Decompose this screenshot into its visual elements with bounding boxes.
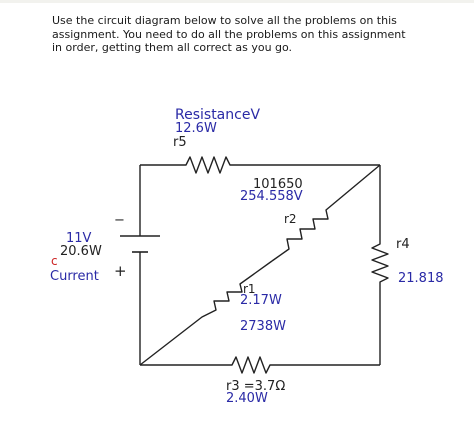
r5-name-label: r5 (173, 135, 187, 150)
instructions-line-2: assignment. You need to do all the probl… (52, 27, 406, 41)
r1-power-label: 2.17W (240, 293, 282, 308)
battery-voltage-label: 11V (66, 231, 92, 246)
r2-value-label: 101650 (253, 177, 303, 192)
r2-voltage-label: 254.558V (240, 189, 303, 204)
instructions-line-1: Use the circuit diagram below to solve a… (52, 14, 397, 27)
resistor-r2 (271, 164, 381, 262)
battery-c-label: c (51, 254, 58, 268)
battery-minus-sign: − (114, 213, 125, 228)
r1-name-label: r1 (243, 282, 256, 296)
r4-value-label: 21.818 (398, 271, 444, 286)
r3-resistance-label: r3 =3.7Ω (226, 379, 286, 394)
resistor-r4 (371, 165, 389, 365)
r3-power-label: 2.40W (226, 391, 268, 406)
r5-power-label: 12.6W (175, 121, 217, 136)
resistor-r3 (140, 356, 380, 374)
battery-plus-sign: + (114, 262, 127, 280)
instructions-line-3: in order, getting them all correct as yo… (52, 41, 293, 54)
resistor-r5 (140, 156, 380, 174)
top-border-line (0, 0, 474, 3)
r5-resistance-label: ResistanceV (175, 107, 261, 123)
battery-power-label: 20.6W (60, 244, 102, 259)
r4-name-label: r4 (396, 237, 410, 252)
middle-power-label: 2738W (240, 319, 286, 334)
instructions-text: Use the circuit diagram below to solve a… (52, 14, 452, 55)
battery-current-label: Current (50, 269, 99, 284)
r2-name-label: r2 (284, 212, 297, 226)
resistor-r1 (139, 260, 273, 366)
